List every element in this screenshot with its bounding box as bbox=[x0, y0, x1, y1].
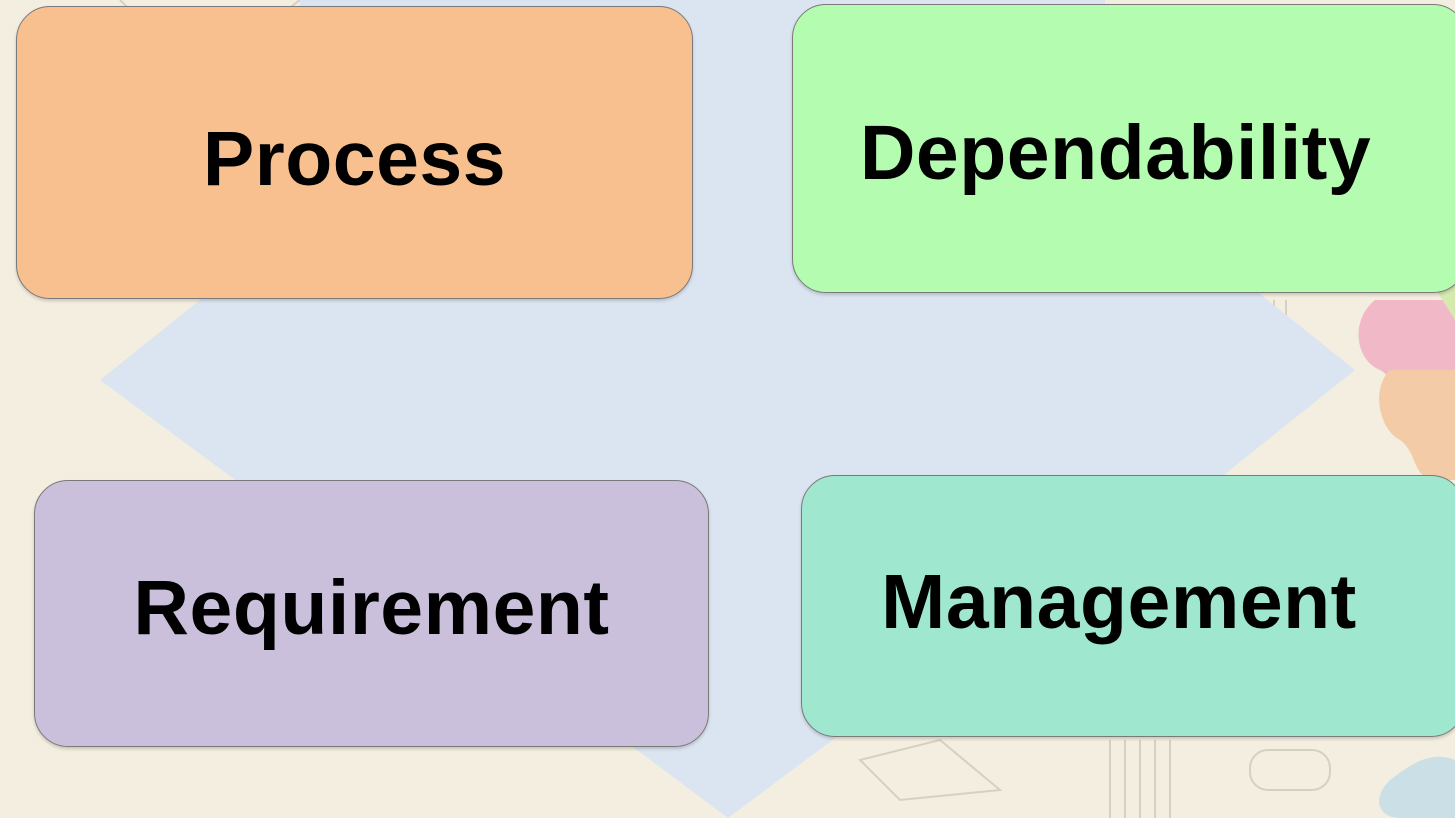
dependability-box: Dependability bbox=[792, 4, 1455, 293]
process-box: Process bbox=[16, 6, 693, 299]
management-label: Management bbox=[881, 558, 1357, 645]
requirement-box: Requirement bbox=[34, 480, 709, 747]
dependability-label: Dependability bbox=[859, 110, 1372, 196]
process-label: Process bbox=[202, 116, 507, 202]
requirement-label: Requirement bbox=[133, 565, 610, 651]
management-box: Management bbox=[801, 475, 1455, 737]
